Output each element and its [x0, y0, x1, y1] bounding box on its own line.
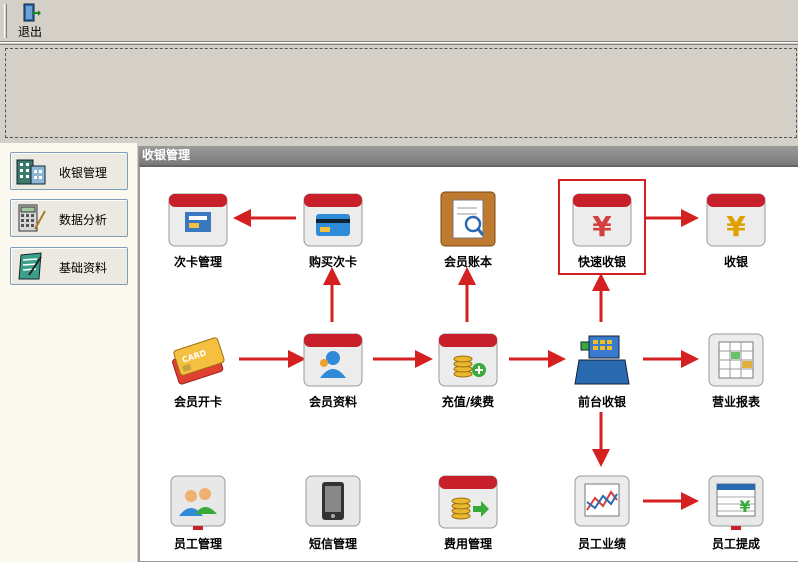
sidebar-item-label: 基础资料 — [59, 261, 108, 275]
tile-label: 员工业绩 — [577, 537, 626, 551]
tile-staff-manage[interactable]: 员工管理 — [153, 472, 243, 552]
flow-arrows — [233, 209, 699, 510]
tile-label: 快速收银 — [577, 255, 626, 269]
tile-business-report[interactable]: 营业报表 — [691, 330, 781, 410]
calculator-icon — [18, 204, 46, 232]
svg-text:¥: ¥ — [726, 210, 746, 243]
line-chart-icon — [574, 475, 630, 527]
tile-sms-manage[interactable]: 短信管理 — [288, 472, 378, 552]
coins-arrow-icon — [438, 475, 498, 529]
tile-label: 前台收银 — [577, 395, 626, 409]
exit-door-icon — [23, 3, 41, 22]
toolbar-separator — [0, 42, 798, 45]
tile-label: 收银 — [723, 255, 748, 269]
tile-label: 员工管理 — [173, 537, 222, 551]
tile-card-manage[interactable]: 次卡管理 — [153, 190, 243, 270]
sidebar-item-basic-data[interactable]: 基础资料 — [10, 247, 128, 285]
staff-icon — [170, 475, 226, 530]
main-panel: 收银管理 次卡 — [138, 146, 798, 562]
cards-icon: CARD — [172, 337, 225, 385]
credit-card-icon — [303, 193, 363, 247]
commission-sheet-icon: ¥ — [708, 475, 764, 530]
tile-front-desk-checkout[interactable]: 前台收银 — [557, 330, 647, 410]
punch-card-icon — [168, 193, 228, 247]
panel-title: 收银管理 — [139, 146, 798, 165]
toolbar: 退出 — [0, 0, 798, 42]
sidebar-item-checkout-manage[interactable]: 收银管理 — [10, 152, 128, 190]
tile-label: 费用管理 — [443, 537, 492, 551]
tile-label: 短信管理 — [308, 537, 357, 551]
tile-expense-manage[interactable]: 费用管理 — [423, 472, 513, 552]
tile-staff-performance[interactable]: 员工业绩 — [557, 472, 647, 552]
tile-buy-card[interactable]: 购买次卡 — [288, 190, 378, 270]
selected-highlight — [558, 179, 646, 275]
tile-label: 会员账本 — [443, 255, 492, 269]
tile-label: 次卡管理 — [173, 255, 222, 269]
tile-label: 营业报表 — [711, 395, 760, 409]
svg-text:¥: ¥ — [592, 210, 612, 243]
toolbar-grip — [4, 4, 7, 38]
tile-label: 会员开卡 — [173, 395, 222, 409]
tile-label: 购买次卡 — [308, 255, 357, 269]
building-icon — [16, 159, 46, 185]
exit-button[interactable]: 退出 — [12, 2, 48, 40]
header-panel — [5, 48, 797, 138]
spreadsheet-icon — [708, 333, 764, 387]
svg-text:¥: ¥ — [739, 497, 750, 516]
ledger-book-icon — [440, 191, 496, 247]
coins-plus-icon — [438, 333, 498, 387]
tile-member-profile[interactable]: 会员资料 — [288, 330, 378, 410]
sidebar: 收银管理 数据分析 基础资料 — [0, 143, 137, 562]
tile-recharge[interactable]: 充值/续费 — [423, 330, 513, 410]
tile-label: 会员资料 — [308, 395, 357, 409]
user-icon — [303, 333, 363, 387]
notebook-icon — [18, 252, 42, 280]
sidebar-item-label: 数据分析 — [59, 213, 108, 227]
tile-member-ledger[interactable]: 会员账本 — [423, 190, 513, 270]
yen-gold-icon: ¥ — [706, 193, 766, 247]
cash-register-icon — [574, 335, 630, 385]
tile-member-open-card[interactable]: CARD 会员开卡 — [153, 330, 243, 410]
tile-label: 员工提成 — [711, 537, 760, 551]
sidebar-item-label: 收银管理 — [59, 166, 108, 180]
tile-staff-commission[interactable]: ¥ 员工提成 — [691, 472, 781, 552]
yen-icon: ¥ — [572, 193, 632, 247]
phone-icon — [305, 475, 361, 527]
exit-label: 退出 — [17, 25, 42, 39]
sidebar-item-data-analysis[interactable]: 数据分析 — [10, 199, 128, 237]
tile-quick-checkout[interactable]: ¥ 快速收银 — [557, 190, 647, 270]
tile-label: 充值/续费 — [441, 395, 495, 409]
tile-checkout[interactable]: ¥ 收银 — [691, 190, 781, 270]
